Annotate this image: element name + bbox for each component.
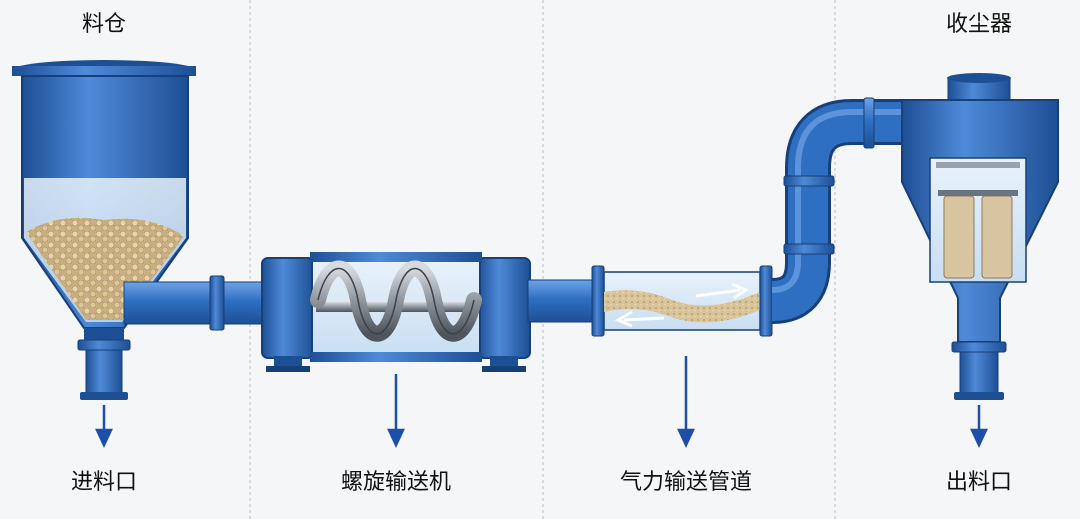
label-screw-conveyor: 螺旋输送机: [340, 470, 452, 495]
filter-bag-right: [981, 195, 1013, 279]
inlet-arrow: [95, 405, 113, 448]
silo-pellet-fill: [26, 217, 184, 320]
label-silo: 料仓: [81, 12, 127, 37]
screw-arrow: [387, 374, 405, 448]
transfer-pipe: [527, 279, 597, 323]
label-outlet: 出料口: [945, 470, 1013, 495]
pneumatic-arrow: [677, 356, 695, 448]
label-pneumatic-pipe: 气力输送管道: [619, 470, 753, 495]
conveyed-material: [604, 290, 760, 323]
pneumatic-tube: [591, 265, 773, 337]
label-inlet: 进料口: [70, 470, 138, 495]
label-collector: 收尘器: [945, 12, 1013, 37]
filter-bag-left: [943, 195, 975, 279]
silo-hopper: [12, 60, 196, 400]
feed-pipe: [123, 275, 265, 331]
elbow-pipe: [770, 97, 904, 324]
screw-conveyor: [261, 252, 531, 372]
dust-collector: [901, 73, 1059, 400]
pointer-arrows: [95, 356, 988, 448]
section-dividers: [249, 0, 836, 519]
outlet-arrow: [970, 405, 988, 448]
